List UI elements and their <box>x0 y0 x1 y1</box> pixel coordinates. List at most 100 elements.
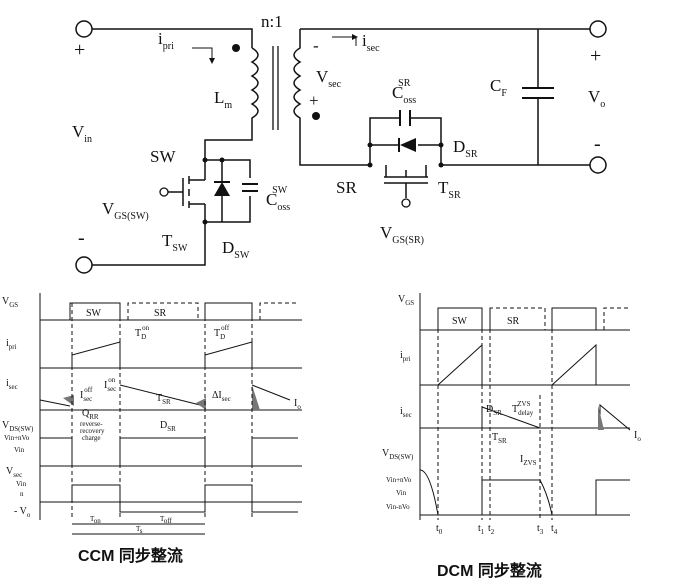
ccm-toff-label: Toff <box>160 515 173 525</box>
ccm-period-arrows <box>72 523 205 535</box>
vin-plus-terminal <box>75 20 93 38</box>
ccm-vds <box>40 437 298 467</box>
vin-plus-label: + <box>74 39 85 61</box>
primary-bottom-wire <box>92 214 206 266</box>
secondary-dot <box>312 112 320 120</box>
ccm-io-label: Io <box>294 398 301 411</box>
ccm-ipri <box>71 341 253 368</box>
ccm-td-off-label: TDoff <box>214 324 230 341</box>
dcm-sr-label: SR <box>507 316 520 327</box>
junction-sw-2 <box>202 219 208 225</box>
ccm-vin-n-den: n <box>20 490 24 498</box>
vgs-sr-label: VGS(SR) <box>380 223 424 246</box>
ccm-waveforms: VGS ipri isec VDS(SW) Vin+nVo Vin Vsec V… <box>2 293 302 565</box>
vo-label: Vo <box>588 87 605 110</box>
dsr-diode <box>400 138 416 152</box>
ccm-neg-vo-label: - Vo <box>14 506 31 519</box>
lm-label: Lm <box>214 88 232 111</box>
ccm-isec-on-label: Isecon <box>104 376 116 393</box>
dcm-vin-label: Vin <box>396 489 407 497</box>
dsw-label: DSW <box>222 238 250 261</box>
vo-minus-terminal <box>589 156 607 174</box>
dcm-vinnvo-label: Vin+nVo <box>386 476 412 484</box>
vin-label: Vin <box>72 122 92 145</box>
dcm-caption: DCM 同步整流 <box>437 561 542 580</box>
junction-sr-1 <box>367 142 373 148</box>
sr-label: SR <box>336 178 357 197</box>
dcm-t4-label: t4 <box>551 523 558 536</box>
ccm-vsec-label: Vsec <box>6 466 22 479</box>
ccm-vds-label: VDS(SW) <box>2 420 34 433</box>
ccm-axes <box>39 293 302 520</box>
junction-sw-1 <box>202 157 208 163</box>
cf-label: CF <box>490 76 507 99</box>
dcm-shade-1 <box>598 405 604 430</box>
ipri-arrowhead <box>209 58 215 64</box>
vin-minus-label: - <box>78 227 85 249</box>
ccm-guides <box>71 303 253 520</box>
dcm-vds-label: VDS(SW) <box>382 448 414 461</box>
ccm-ipri-label: ipri <box>6 338 17 351</box>
vo-plus-terminal <box>589 20 607 38</box>
ccm-tsr-label: TSR <box>156 393 171 406</box>
ccm-rr-text-2: recovery <box>80 427 105 435</box>
ccm-rr-text-1: reverse- <box>80 420 103 428</box>
ccm-vgs-sr <box>127 302 298 320</box>
dcm-vds <box>419 469 630 516</box>
junction-sw-3 <box>219 157 225 163</box>
ccm-delta-i-label: ΔIsec <box>212 390 231 403</box>
vsec-plus-label: + <box>309 91 319 110</box>
ccm-rr-text-3: charge <box>82 434 101 442</box>
vin-minus-terminal <box>75 256 93 274</box>
primary-dot <box>232 44 240 52</box>
dcm-ipri-label: ipri <box>400 350 411 363</box>
dcm-t2-label: t2 <box>488 523 495 536</box>
primary-top-wire <box>92 28 253 48</box>
dcm-io-label: Io <box>634 430 641 443</box>
ipri-label: ipri <box>158 29 174 52</box>
vsec-label: Vsec <box>316 67 342 90</box>
dcm-vinmnvo-label: Vin-nVo <box>386 503 410 511</box>
ccm-vsec <box>40 484 298 513</box>
sw-mosfet <box>168 176 205 208</box>
isec-label: isec <box>362 31 380 54</box>
dcm-t3-label: t3 <box>537 523 544 536</box>
vsec-minus-label: - <box>313 36 319 55</box>
ccm-isec <box>39 384 291 407</box>
ccm-caption: CCM 同步整流 <box>78 546 183 565</box>
tsw-label: TSW <box>162 231 188 254</box>
dcm-izvs-label: IZVS <box>520 454 537 467</box>
flyback-schematic: + - Vin ipri n:1 Lm isec - Vsec + CossSR… <box>72 12 607 274</box>
sr-gate-terminal <box>401 198 411 208</box>
dcm-vgs-label: VGS <box>398 294 414 307</box>
dcm-isec-label: isec <box>400 406 412 419</box>
turns-ratio-label: n:1 <box>261 12 283 31</box>
ccm-vgs-label: VGS <box>2 296 18 309</box>
dcm-guides <box>437 308 553 520</box>
sr-branch-wire <box>369 117 442 165</box>
secondary-winding <box>293 29 370 166</box>
dcm-t0-label: t0 <box>436 523 443 536</box>
primary-winding <box>204 47 259 168</box>
coss-sw-label: CossSW <box>266 185 290 213</box>
sw-gate-terminal <box>159 187 169 197</box>
dcm-waveforms: VGS ipri isec VDS(SW) Vin+nVo Vin Vin-nV… <box>382 293 641 580</box>
dcm-ipri <box>437 343 597 386</box>
ccm-vin-label: Vin <box>14 446 25 454</box>
ccm-dsr-label: DSR <box>160 420 176 433</box>
ccm-vin-n-label: Vin <box>16 480 27 488</box>
ccm-qrr-shade-2 <box>196 398 206 410</box>
junction-sr-3 <box>367 162 373 168</box>
ccm-td-on-label: TDon <box>135 324 150 341</box>
ccm-isec-off-label: Isecoff <box>80 386 93 403</box>
ccm-isec-label: isec <box>6 378 18 391</box>
ccm-vinnvo-label: Vin+nVo <box>4 434 30 442</box>
coss-sr-label: CossSR <box>392 78 416 106</box>
dcm-dsr-label: DSR <box>486 404 502 417</box>
dsw-diode <box>214 182 230 196</box>
vgs-sw-label: VGS(SW) <box>102 199 149 222</box>
ccm-sw-label: SW <box>86 308 102 319</box>
sw-branch-wire <box>204 159 251 223</box>
sr-mosfet <box>384 165 428 198</box>
